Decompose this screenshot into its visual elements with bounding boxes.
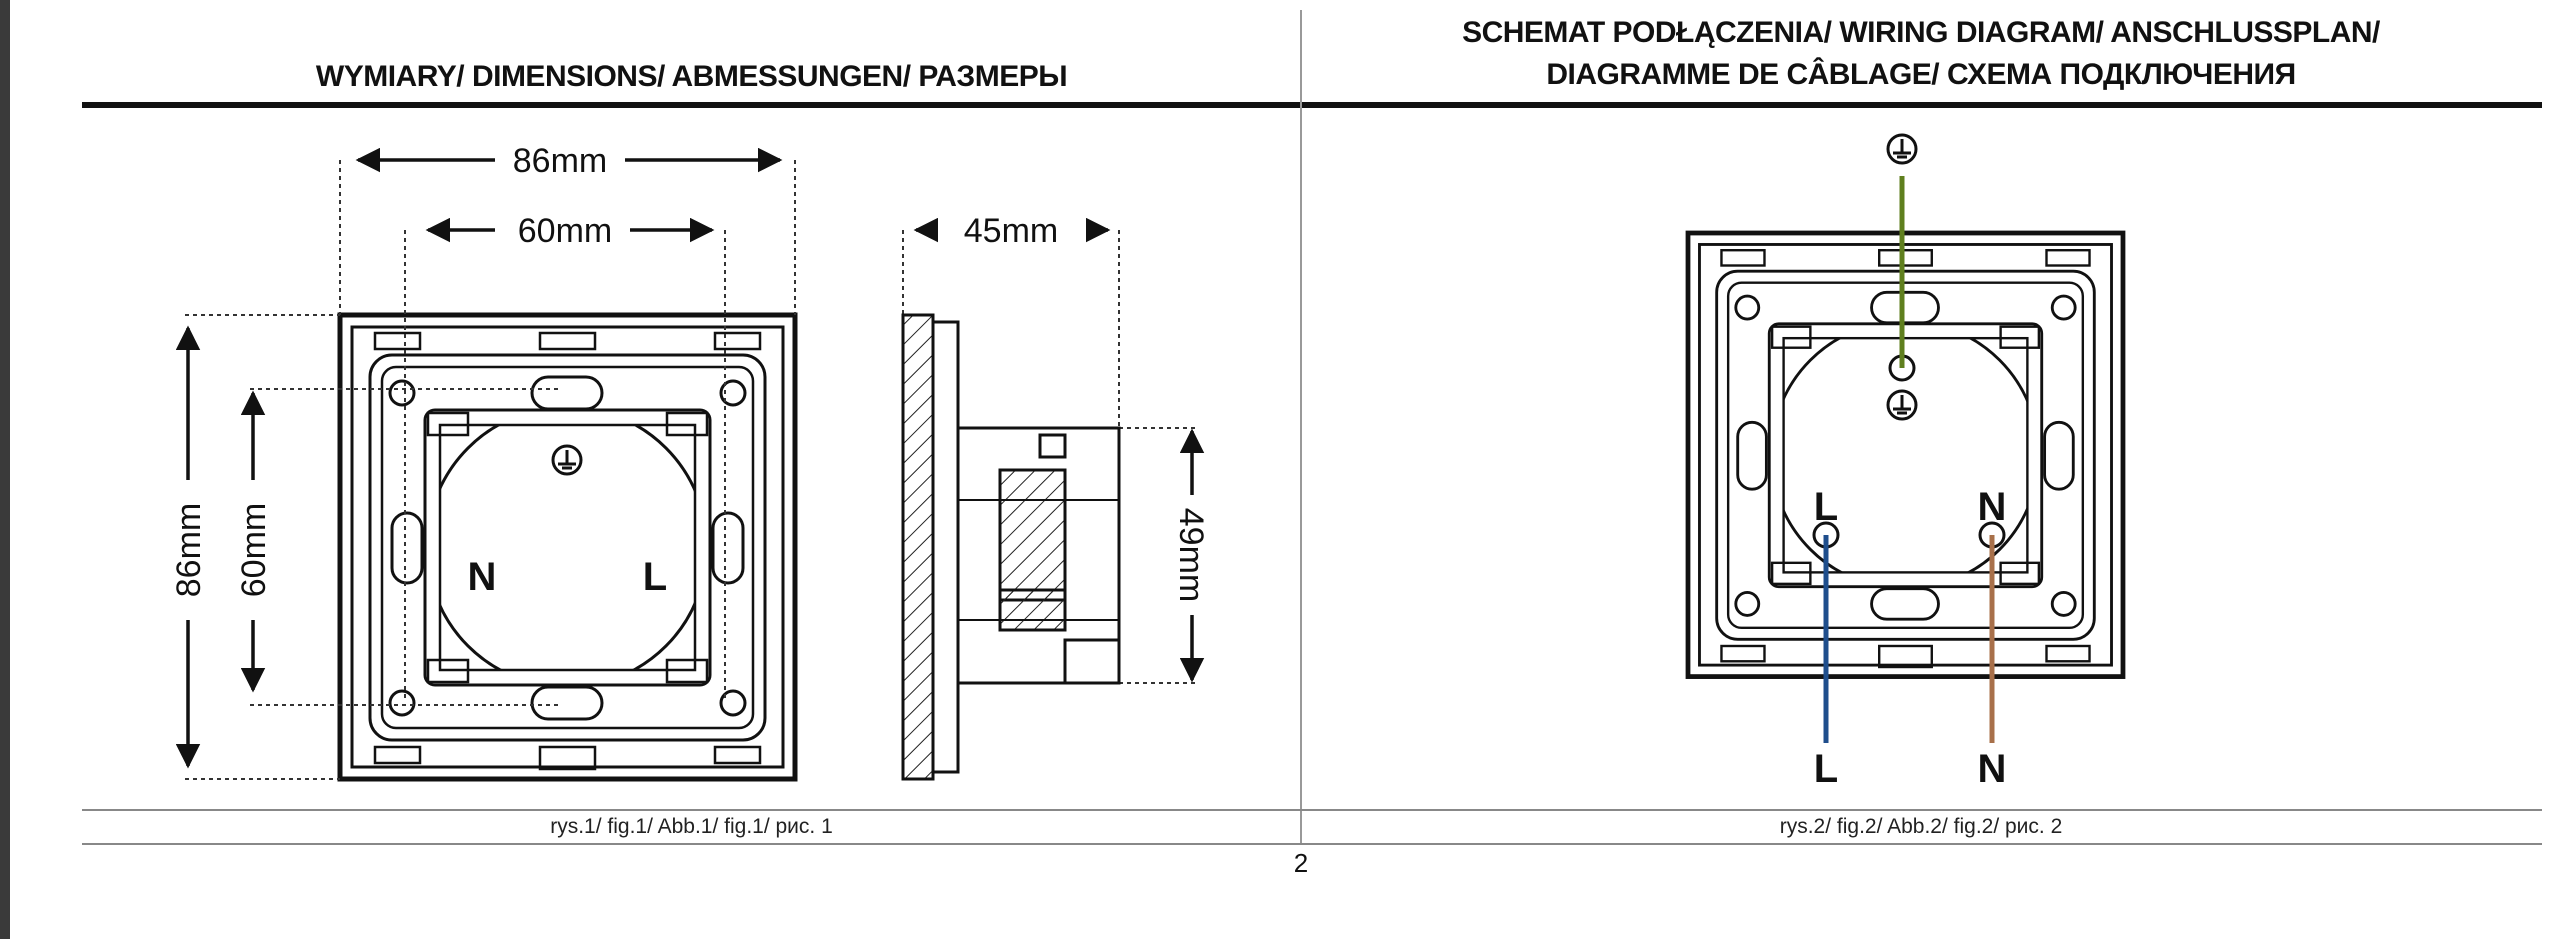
wiring-title-line2: DIAGRAMME DE CÂBLAGE/ СХЕМА ПОДКЛЮЧЕНИЯ [1546, 58, 2296, 91]
header-rule [82, 102, 2542, 108]
earth-terminal-symbol-icon [1886, 389, 1918, 421]
figure-2-caption: rys.2/ fig.2/ Abb.2/ fig.2/ рис. 2 [1779, 815, 2063, 838]
dim-module-height: 49mm [1172, 508, 1210, 602]
figure-1-caption: rys.1/ fig.1/ Abb.1/ fig.1/ рис. 1 [550, 815, 833, 838]
wire-label-n: N [1978, 747, 2007, 791]
wire-label-l: L [1814, 747, 1838, 791]
side-view [901, 313, 1121, 781]
wiring-title: SCHEMAT PODŁĄCZENIA/ WIRING DIAGRAM/ ANS… [1301, 12, 2541, 96]
terminal-label-n: N [468, 555, 497, 599]
dim-width-inner: 60mm [518, 212, 612, 250]
front-view-plate [340, 315, 795, 779]
page-number: 2 [1293, 848, 1309, 878]
terminal-label-n: N [1978, 485, 2007, 529]
dim-height-outer: 86mm [170, 503, 208, 597]
terminal-label-l: L [643, 555, 667, 599]
wiring-title-line1: SCHEMAT PODŁĄCZENIA/ WIRING DIAGRAM/ ANS… [1462, 16, 2380, 49]
terminal-label-l: L [1814, 485, 1838, 529]
earth-symbol-icon [551, 444, 583, 476]
wiring-plate [1688, 233, 2123, 677]
dim-height-inner: 60mm [235, 503, 273, 597]
dim-depth: 45mm [964, 212, 1058, 250]
window-edge [0, 0, 10, 939]
dim-width-outer: 86mm [513, 142, 607, 180]
dimensions-title: WYMIARY/ DIMENSIONS/ ABMESSUNGEN/ РАЗМЕР… [315, 60, 1068, 93]
earth-wire-symbol-icon [1886, 133, 1918, 165]
extension-lines [185, 160, 1195, 780]
